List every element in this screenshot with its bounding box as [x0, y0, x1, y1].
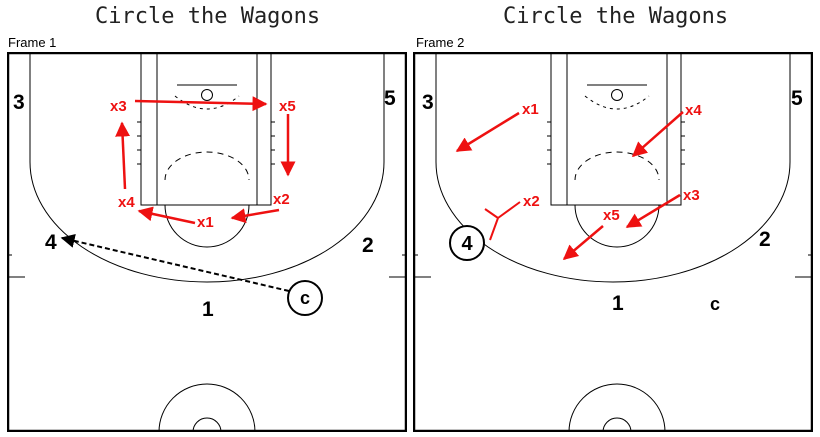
x4-up-arrow	[115, 121, 131, 190]
player-2-label: 2	[759, 228, 771, 251]
x3-label: x3	[683, 187, 700, 204]
player-1-label: 1	[612, 292, 624, 315]
x1-label: x1	[197, 214, 214, 231]
x5-label: x5	[279, 98, 296, 115]
frame-1-label: Frame 1	[8, 35, 57, 50]
x2-to-x1-arrow	[230, 208, 280, 224]
frame-1-court: x1 x2 x3 x4 x5 1 2 3 4 5 c	[7, 52, 407, 432]
x4-label: x4	[118, 194, 135, 211]
player-3-label: 3	[13, 91, 25, 114]
defense-movement-arrows	[455, 111, 684, 260]
x4-arrow	[631, 111, 684, 157]
x2-label: x2	[523, 193, 540, 210]
defense-labels: x1 x2 x3 x4 x5	[522, 101, 702, 224]
x4-label: x4	[685, 102, 702, 119]
defense-movement-arrows	[115, 96, 296, 225]
coach-circle	[287, 280, 323, 316]
player-1-label: 1	[202, 298, 214, 321]
frame-1-title: Circle the Wagons	[95, 4, 321, 29]
x3-label: x3	[110, 98, 127, 115]
x3-arrow	[625, 193, 681, 229]
coach-pass-line	[60, 234, 290, 292]
defense-labels: x1 x2 x3 x4 x5	[110, 98, 296, 231]
x2-label: x2	[273, 191, 290, 208]
player-4-label: 4	[45, 231, 57, 254]
coach-label: c	[300, 288, 310, 308]
x1-arrow	[455, 111, 520, 153]
frame-2-label: Frame 2	[416, 35, 465, 50]
court-lines	[7, 52, 407, 432]
frame-2-court: x1 x2 x3 x4 x5 1 2 3 5 4 c	[413, 52, 813, 432]
player-3-label: 3	[422, 91, 434, 114]
player-5-label: 5	[384, 87, 396, 110]
offense-labels: 1 2 3 4 5	[13, 87, 396, 321]
x1-label: x1	[522, 101, 539, 118]
court-lines	[413, 52, 813, 432]
player-2-label: 2	[362, 234, 374, 257]
player-4-label: 4	[461, 233, 473, 255]
frame-2-title: Circle the Wagons	[503, 4, 729, 29]
x1-to-x4-arrow	[137, 206, 196, 225]
player-5-label: 5	[791, 87, 803, 110]
x5-arrow	[562, 225, 604, 260]
offense-labels: 1 2 3 5	[422, 87, 803, 315]
x2-screen-marker	[484, 201, 521, 241]
x5-label: x5	[603, 207, 620, 224]
player-4-circle	[449, 225, 485, 261]
coach-label: c	[710, 294, 720, 314]
x3-to-x5-arrow	[134, 96, 268, 112]
